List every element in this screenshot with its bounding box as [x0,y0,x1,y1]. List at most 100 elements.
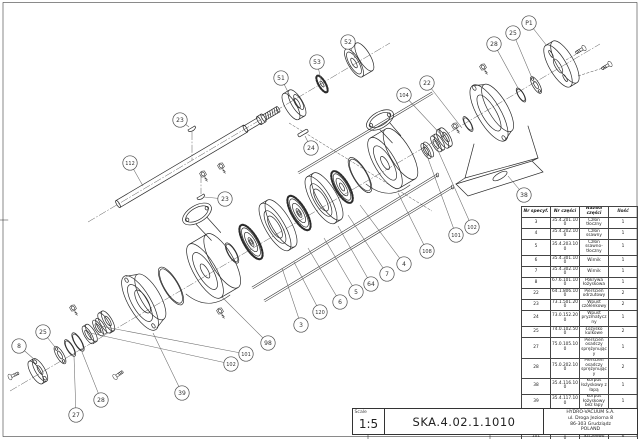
balloon-leader-line [293,261,321,313]
balloon-label: 25 [509,30,517,37]
balloon-leader-line [221,296,269,344]
packing-left [92,317,107,337]
balloon-label: 7 [385,271,389,278]
drawing-number: SKA.4.02.1.1010 [384,408,544,435]
balloon-leader-line [73,355,77,416]
screw-icon [111,368,125,381]
balloon-98 [260,335,276,351]
balloon-25 [505,25,521,41]
balloon-leader-line [397,192,428,252]
parallel-key [297,128,309,138]
balloon-label: 39 [178,390,186,397]
discharge-casing [186,233,241,299]
company-box: HYDRO-VACUUM S.A. ul. Droga Jeziorna 8 8… [543,408,638,435]
bearing-housing-foot [469,83,514,142]
balloon-label: 8 [17,343,21,350]
impeller [286,194,312,232]
balloon-P1 [521,15,537,31]
balloon-label: 25 [39,329,47,336]
balloon-label: 51 [277,75,285,82]
balloon-label: 108 [422,249,432,255]
gland-left [81,323,98,345]
balloon-label: 98 [264,340,272,347]
parts-table-header: Nr specyf. [521,205,551,219]
balloon-leader-line [99,325,247,355]
pedestal-foot [455,125,544,197]
balloon-7 [379,266,395,282]
balloon-label: 28 [97,397,105,404]
gland-right [430,133,446,153]
nut-icon [215,306,228,321]
balloon-4 [396,256,412,272]
balloon-38 [516,187,532,203]
title-block: Scale 1:5 SKA.4.02.1.1010 HYDRO-VACUUM S… [352,408,638,435]
ball-bearing-right [530,76,542,94]
bearing-cover-motor-side [543,40,580,88]
balloon-120 [312,304,328,320]
balloon-label: 102 [467,225,477,231]
balloon-52 [340,34,356,50]
balloon-label: 23 [176,117,184,124]
gland-cover-left [97,310,116,334]
balloon-53 [309,54,325,70]
screw-icon [599,60,614,72]
circlip-right [515,87,527,103]
balloon-label: 5 [354,289,358,296]
bearing-cover-left [27,358,49,385]
gasket-left [157,266,185,306]
suction-casing [367,127,419,189]
balloon-leader-line [512,32,533,79]
suction-port-flange [366,109,402,144]
ball-bearing-left [53,345,67,365]
balloon-leader-line [347,214,388,275]
balloon-label: 101 [451,233,461,239]
scale-value: 1:5 [358,417,379,431]
parts-table-header: Nazwa części [579,205,609,219]
discharge-port-flange [182,202,222,241]
balloon-label: 53 [313,59,321,66]
woodruff-key [196,193,206,200]
balloon-64 [363,276,379,292]
balloon-leader-line [426,82,463,129]
balloon-leader-line [425,152,457,236]
balloon-label: 24 [307,145,315,152]
balloon-leader-line [435,145,473,228]
balloon-6 [332,294,348,310]
balloon-23 [172,112,188,128]
balloon-leader-line [81,351,102,401]
balloon-leader-line [281,267,302,326]
company-name: HYDRO-VACUUM S.A. [566,410,615,416]
balloon-label: 38 [520,192,528,199]
balloon-112 [122,155,138,171]
pump-assembly [6,40,614,385]
balloon-22 [419,75,435,91]
balloon-101 [238,346,254,362]
balloon-label: P1 [525,20,533,27]
balloon-label: 23 [221,196,229,203]
balloon-label: 27 [72,412,80,419]
balloon-leader-line [493,43,519,89]
balloon-102 [223,356,239,372]
balloon-5 [348,284,364,300]
balloon-3 [293,317,309,333]
balloon-label: 52 [344,39,352,46]
balloon-25 [35,324,51,340]
scale-box: Scale 1:5 [352,408,385,435]
nut-icon [478,62,491,77]
balloon-24 [303,140,319,156]
stage-casing [258,199,298,252]
balloon-leader-line [307,247,341,303]
woodruff-key [187,125,197,132]
tie-rods [251,91,454,302]
